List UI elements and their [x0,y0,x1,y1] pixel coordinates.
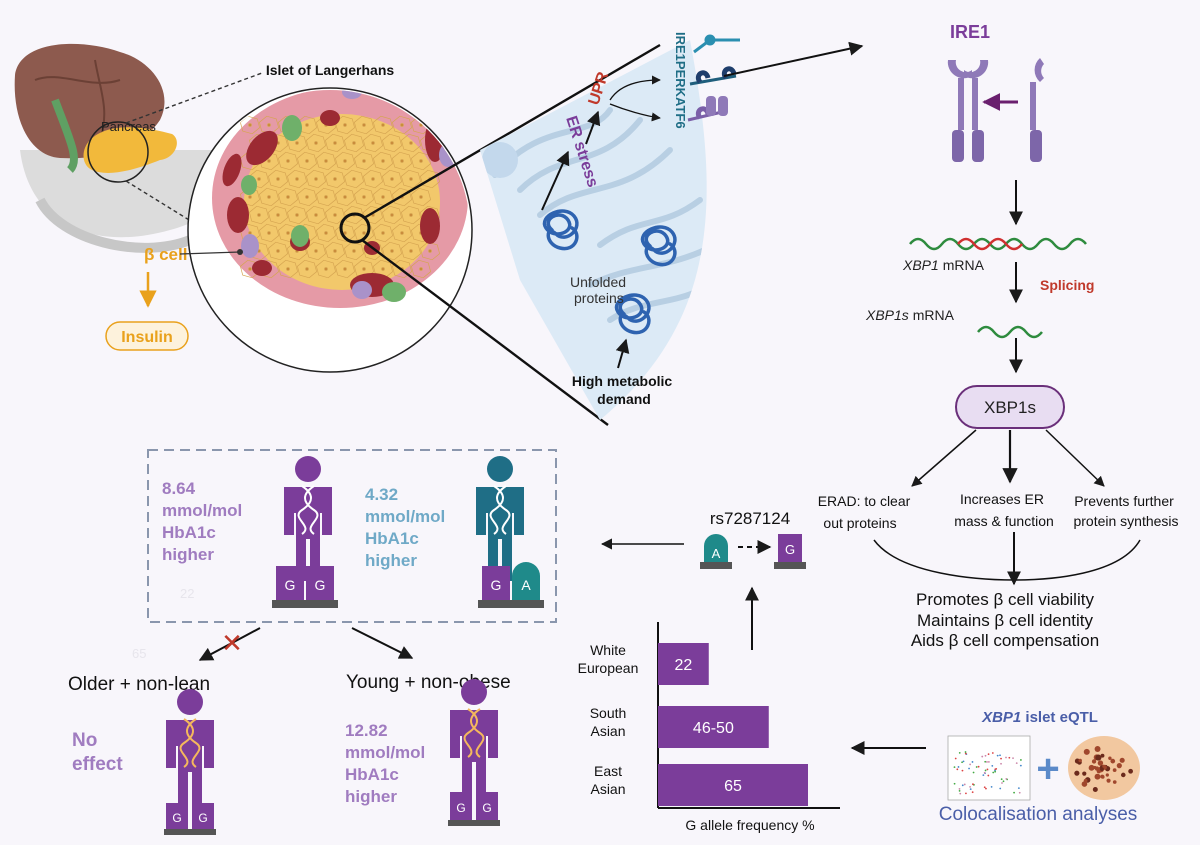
xbp1s-mrna-label: XBP1s mRNA [865,307,955,323]
svg-text:G: G [285,577,296,593]
perk-receptor [689,66,737,86]
insulin-label: Insulin [121,329,173,346]
chart-value-label: 65 [724,778,742,795]
svg-text:A: A [712,546,721,561]
splicing-label: Splicing [1040,277,1094,293]
islet-of-langerhans-illustration: Islet of Langerhans [187,62,473,373]
ga-carrier-person-icon [476,456,524,581]
faint-number-22: 22 [180,586,194,601]
young-allele-icons: G G [448,792,500,826]
young-person-icon [450,679,498,804]
svg-text:G: G [315,577,326,593]
chart-x-axis-label: G allele frequency % [685,817,814,833]
eqtl-title: XBP1 islet eQTL [981,709,1098,726]
svg-text:G: G [491,577,502,593]
faint-number-65: 65 [132,646,146,661]
svg-text:G: G [785,542,795,557]
xbp1s-protein-label: XBP1s [984,398,1036,417]
chart-value-label: 22 [674,657,692,674]
xbp1s-protein-pill [955,385,1065,429]
older-allele-icons: G G [164,803,216,835]
upr-sensors-label: IRE1PERKATF6 [673,32,688,129]
ire1-pathway: IRE1 XBP1 mRNA Splicing XBP1s mRNA XB [818,22,1179,650]
red-x-mark: ✕ [221,628,243,658]
er-cell-illustration: Unfolded proteins ER stress UPR IRE1PERK… [480,32,864,420]
gg-carrier-person-icon [284,456,332,581]
unfolded-proteins-label: Unfolded proteins [570,274,630,306]
svg-text:G: G [198,811,207,825]
chart-bar [658,643,709,685]
pancreas-label: Pancreas [101,119,156,134]
svg-text:A: A [521,577,531,593]
ire1-monomer-icon [1030,58,1044,162]
chart-bar [658,764,808,806]
chart-bar [658,706,769,748]
ire1-dimer-icon [947,60,989,162]
islet-title: Islet of Langerhans [266,62,395,78]
snp-rs7287124: rs7287124 A G [600,509,806,569]
eqtl-panel: XBP1 islet eQTL + Colocalisation analyse… [850,709,1140,825]
chart-value-label: 46-50 [693,720,734,737]
xbp1-mrna-label: XBP1 mRNA [902,257,985,273]
beta-cell-label: β cell [144,245,187,264]
high-metabolic-demand-label: High metabolic demand [572,373,676,407]
insulin-pill [105,321,189,351]
group-older-non-lean: Older + non-lean [68,674,210,695]
ga-allele-icons: G A [478,562,544,608]
gg-allele-icons: G G [272,566,338,608]
ire1-sensor-small [687,96,728,122]
older-person-icon [166,689,214,814]
liver-pancreas-illustration: Pancreas [14,43,230,253]
islet-thumbnail [1068,736,1140,800]
plus-sign: + [1036,747,1059,791]
ire1-label: IRE1 [950,22,990,42]
atf6-receptor [693,34,740,54]
colocalisation-label: Colocalisation analyses [939,804,1138,825]
svg-text:G: G [172,811,181,825]
svg-text:G: G [456,801,465,815]
svg-text:G: G [482,801,491,815]
manhattan-plot-thumbnail [947,735,1031,801]
snp-id: rs7287124 [710,509,790,528]
